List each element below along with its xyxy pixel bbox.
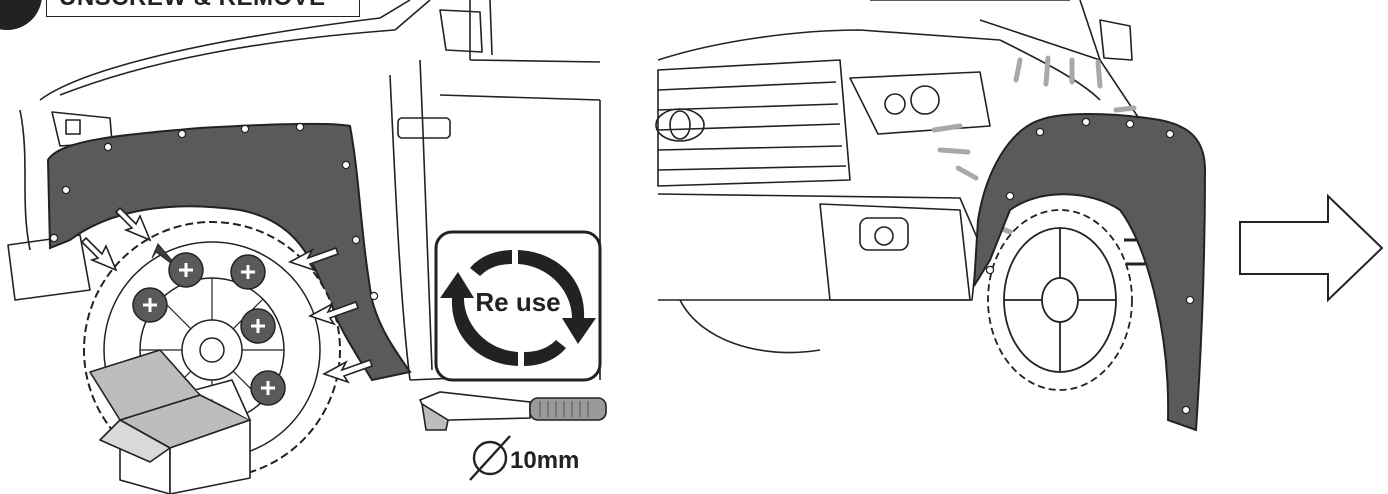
fender-flare-right bbox=[973, 113, 1207, 432]
removal-arrows bbox=[80, 206, 374, 384]
socket-size: 10mm bbox=[469, 435, 579, 481]
screw bbox=[132, 287, 168, 323]
fender-flare-left bbox=[46, 122, 412, 382]
parts-box-icon bbox=[89, 349, 251, 494]
socket-size-label: 10mm bbox=[510, 447, 579, 474]
step-header: 7 UNSCREW & REMOVE bbox=[0, 0, 360, 30]
removal-arrow bbox=[80, 236, 118, 272]
screw bbox=[250, 370, 286, 406]
removal-arrow bbox=[114, 206, 152, 242]
step-title-box: UNSCREW & REMOVE bbox=[46, 0, 360, 17]
removal-arrow bbox=[288, 246, 340, 272]
removal-arrow bbox=[322, 358, 374, 384]
screws bbox=[132, 243, 286, 406]
wheel-right bbox=[987, 209, 1133, 391]
reuse-panel: Re use bbox=[434, 230, 602, 382]
ratchet-wrench-icon bbox=[418, 391, 607, 431]
right-arrow-icon bbox=[1239, 193, 1384, 303]
diameter-symbol-icon bbox=[469, 435, 511, 481]
screw bbox=[230, 254, 266, 290]
removal-arrow bbox=[308, 300, 360, 326]
reuse-arrows-icon bbox=[440, 250, 596, 366]
screw bbox=[151, 243, 204, 288]
step-title: UNSCREW & REMOVE bbox=[59, 0, 326, 12]
screw bbox=[240, 308, 276, 344]
reuse-label: Re use bbox=[475, 287, 560, 317]
